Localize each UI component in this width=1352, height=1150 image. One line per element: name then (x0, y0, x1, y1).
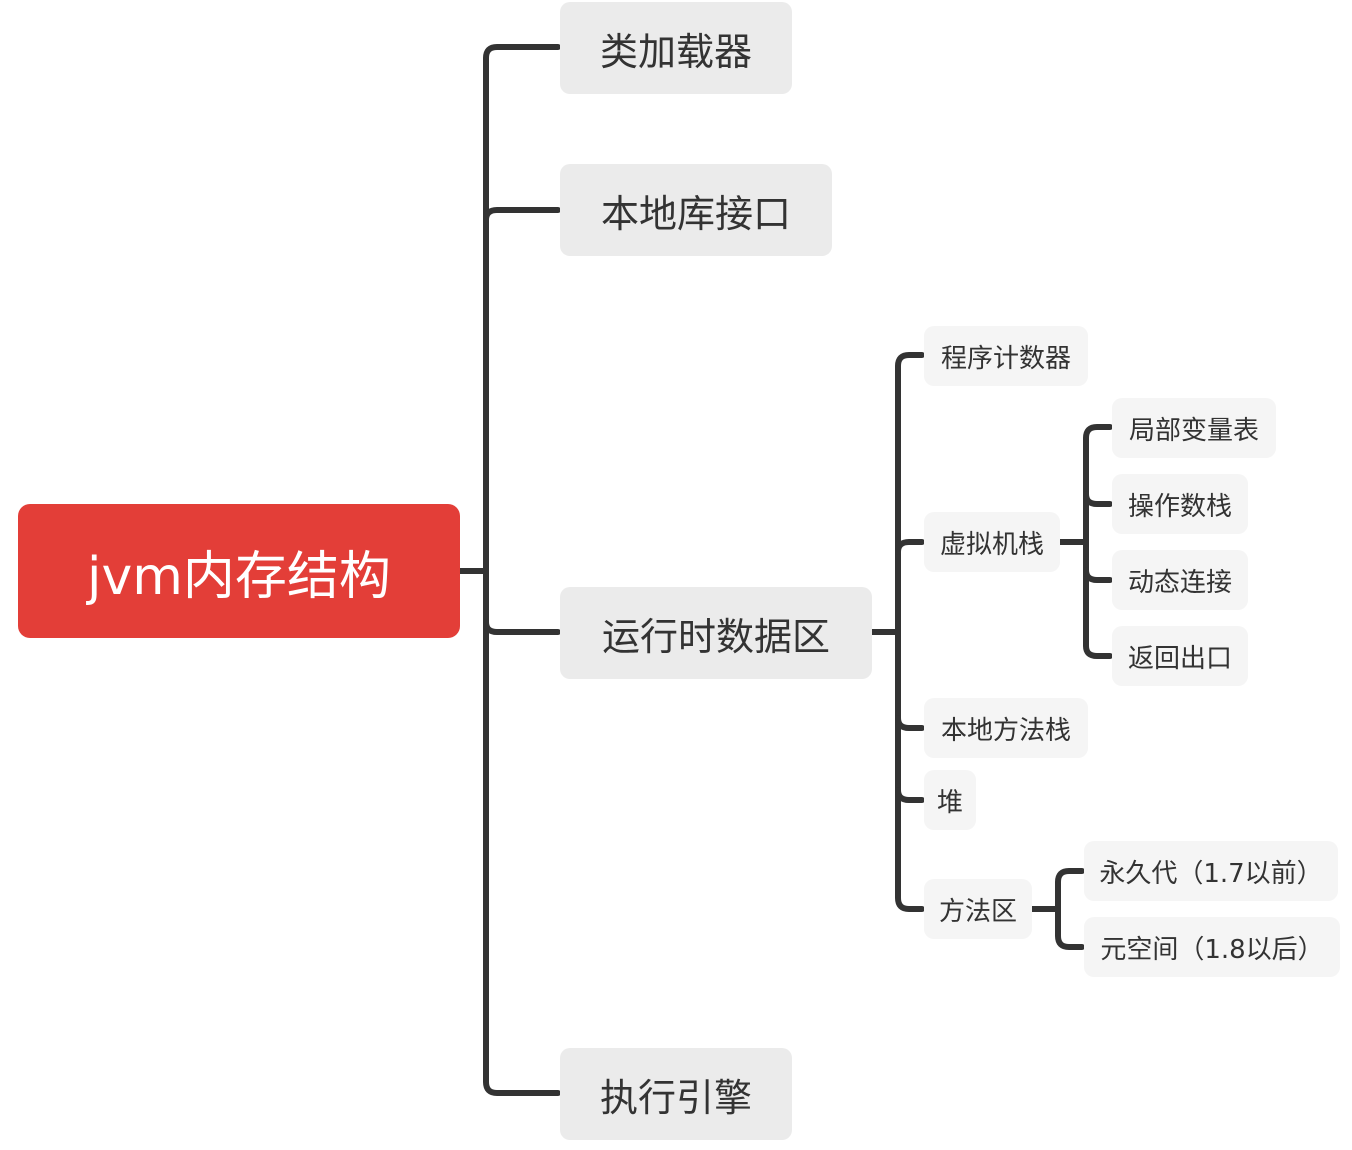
connector-to-dynamic-linking (1083, 567, 1113, 583)
node-operand-stack[interactable]: 操作数栈 (1112, 474, 1248, 534)
node-runtime-data-area[interactable]: 运行时数据区 (560, 587, 872, 679)
node-local-variable-table[interactable]: 局部变量表 (1112, 398, 1276, 458)
node-dynamic-linking[interactable]: 动态连接 (1112, 550, 1248, 610)
node-return-address[interactable]: 返回出口 (1112, 626, 1248, 686)
node-metaspace[interactable]: 元空间（1.8以后） (1084, 917, 1340, 977)
connector-to-operand-stack (1083, 491, 1113, 507)
connector-to-native-method-stack (895, 715, 925, 731)
node-method-area[interactable]: 方法区 (924, 879, 1032, 939)
connector-to-native-interface (483, 207, 561, 223)
connector-to-heap (895, 787, 925, 803)
node-execution-engine[interactable]: 执行引擎 (560, 1048, 792, 1140)
node-program-counter[interactable]: 程序计数器 (924, 326, 1088, 386)
root-node[interactable]: jvm内存结构 (18, 504, 460, 638)
node-heap[interactable]: 堆 (924, 770, 976, 830)
connector-to-runtime-area (483, 619, 561, 635)
node-vm-stack[interactable]: 虚拟机栈 (924, 512, 1060, 572)
connector-level1-trunk (483, 44, 561, 1096)
node-permanent-generation[interactable]: 永久代（1.7以前） (1084, 841, 1338, 901)
connector-runtime-trunk (895, 352, 925, 912)
node-native-method-stack[interactable]: 本地方法栈 (924, 698, 1088, 758)
connector-method-area-trunk (1055, 868, 1085, 950)
connector-to-vm-stack (895, 539, 925, 555)
node-class-loader[interactable]: 类加载器 (560, 2, 792, 94)
node-native-interface[interactable]: 本地库接口 (560, 164, 832, 256)
connector-vm-stack-trunk (1083, 424, 1113, 659)
